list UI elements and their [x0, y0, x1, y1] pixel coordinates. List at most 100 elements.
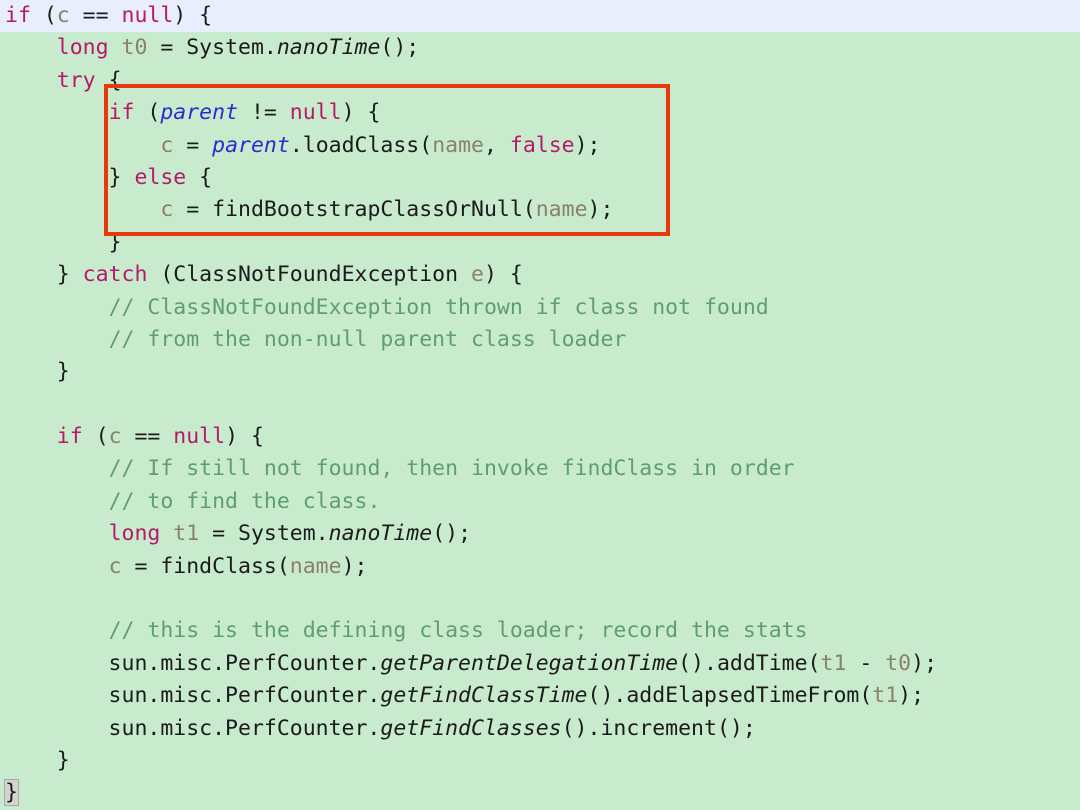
- code-line[interactable]: }: [0, 227, 1080, 259]
- code-line[interactable]: c = findBootstrapClassOrNull(name);: [0, 194, 1080, 226]
- code-line[interactable]: sun.misc.PerfCounter.getFindClassTime().…: [0, 680, 1080, 712]
- code-token-plain: [5, 295, 109, 320]
- code-token-kw: null: [173, 424, 226, 450]
- code-token-local: name: [432, 132, 484, 158]
- code-token-plain: );: [574, 132, 601, 158]
- code-token-plain: ();: [380, 35, 420, 61]
- code-token-plain: (: [82, 424, 109, 450]
- code-token-static: nanoTime: [328, 521, 433, 547]
- code-token-plain: = findClass(: [121, 553, 290, 579]
- code-line[interactable]: // ClassNotFoundException thrown if clas…: [0, 292, 1080, 324]
- code-line[interactable]: c = findClass(name);: [0, 551, 1080, 583]
- code-token-local: name: [289, 553, 342, 579]
- code-token-plain: {: [95, 67, 122, 93]
- code-line[interactable]: if (c == null) {: [0, 0, 1080, 33]
- code-line[interactable]: sun.misc.PerfCounter.getFindClasses().in…: [0, 713, 1080, 745]
- code-token-plain: !=: [238, 100, 290, 126]
- code-token-plain: );: [341, 553, 368, 579]
- code-line[interactable]: // this is the defining class loader; re…: [0, 615, 1080, 647]
- code-token-field: parent: [160, 100, 239, 126]
- code-line[interactable]: if (parent != null) {: [0, 97, 1080, 129]
- code-token-plain: [5, 489, 109, 514]
- code-line[interactable]: // If still not found, then invoke findC…: [0, 453, 1080, 485]
- code-token-comment: // from the non-null parent class loader: [108, 326, 627, 352]
- code-token-plain: [5, 327, 109, 352]
- code-token-plain: }: [5, 747, 70, 773]
- code-token-plain: sun.misc.PerfCounter.: [5, 683, 381, 709]
- code-token-local: t1: [173, 521, 200, 547]
- code-token-plain: );: [911, 650, 938, 676]
- code-token-local: t1: [872, 683, 899, 709]
- code-line[interactable]: [0, 583, 1080, 615]
- code-token-plain: ) {: [225, 424, 264, 450]
- code-line[interactable]: } catch (ClassNotFoundException e) {: [0, 259, 1080, 291]
- code-token-kw: try: [56, 67, 96, 93]
- code-token-plain: ) {: [483, 262, 523, 288]
- code-line[interactable]: long t0 = System.nanoTime();: [0, 32, 1080, 64]
- code-token-plain: sun.misc.PerfCounter.: [5, 715, 381, 741]
- code-token-plain: ) {: [173, 3, 213, 28]
- code-token-plain: .loadClass(: [289, 132, 433, 158]
- code-token-comment: // to find the class.: [108, 488, 381, 514]
- code-token-static: getParentDelegationTime: [380, 650, 679, 676]
- code-token-kw: long: [108, 521, 161, 547]
- code-token-plain: [5, 197, 160, 222]
- code-token-comment: // this is the defining class loader; re…: [108, 618, 808, 644]
- code-line[interactable]: }: [0, 777, 1080, 809]
- code-token-plain: ==: [121, 424, 174, 450]
- code-token-local: c: [160, 197, 174, 223]
- code-token-plain: [5, 521, 109, 546]
- code-token-plain: (: [134, 100, 161, 126]
- code-token-plain: ().addTime(: [678, 650, 821, 676]
- code-token-kw: catch: [82, 262, 148, 288]
- code-line[interactable]: // from the non-null parent class loader: [0, 324, 1080, 356]
- code-line[interactable]: try {: [0, 65, 1080, 97]
- code-token-local: c: [160, 132, 174, 158]
- code-line[interactable]: }: [0, 745, 1080, 777]
- code-token-plain: {: [186, 164, 213, 190]
- code-token-plain: [5, 100, 109, 125]
- code-token-plain: ,: [483, 132, 510, 158]
- code-line[interactable]: } else {: [0, 162, 1080, 194]
- code-token-comment: // ClassNotFoundException thrown if clas…: [108, 294, 769, 320]
- code-token-kw: null: [289, 100, 342, 126]
- code-token-plain: }: [5, 359, 70, 385]
- code-token-plain: }: [5, 262, 83, 288]
- code-token-local: t0: [121, 35, 148, 61]
- code-token-kw: if: [5, 3, 31, 28]
- code-token-local: name: [535, 197, 588, 223]
- code-line[interactable]: // to find the class.: [0, 486, 1080, 518]
- code-token-plain: [5, 35, 57, 60]
- code-token-local: c: [56, 3, 70, 28]
- code-token-kw: long: [56, 35, 109, 61]
- code-token-plain: }: [5, 229, 122, 255]
- code-token-plain: }: [5, 164, 135, 190]
- code-line[interactable]: [0, 389, 1080, 421]
- code-token-plain: [5, 456, 109, 481]
- code-token-kw: null: [121, 3, 174, 28]
- code-token-plain: }: [4, 779, 19, 807]
- code-line[interactable]: sun.misc.PerfCounter.getParentDelegation…: [0, 648, 1080, 680]
- code-token-static: nanoTime: [276, 35, 381, 61]
- code-token-kw: false: [509, 132, 575, 158]
- code-line[interactable]: if (c == null) {: [0, 421, 1080, 453]
- code-token-plain: ==: [69, 3, 122, 28]
- code-token-plain: = System.: [147, 35, 277, 61]
- code-token-plain: (ClassNotFoundException: [147, 262, 472, 288]
- code-line[interactable]: }: [0, 356, 1080, 388]
- code-token-plain: [5, 618, 109, 643]
- code-token-kw: else: [134, 164, 187, 190]
- code-token-plain: =: [173, 132, 213, 158]
- code-line[interactable]: long t1 = System.nanoTime();: [0, 518, 1080, 550]
- code-line[interactable]: c = parent.loadClass(name, false);: [0, 130, 1080, 162]
- code-token-local: t1: [820, 650, 847, 676]
- code-token-comment: // If still not found, then invoke findC…: [108, 456, 795, 482]
- code-token-plain: [5, 424, 57, 449]
- code-token-local: t0: [885, 650, 912, 676]
- code-token-kw: if: [108, 100, 135, 126]
- code-token-local: e: [471, 262, 484, 288]
- code-token-plain: -: [846, 650, 886, 676]
- code-token-plain: );: [898, 683, 925, 709]
- code-token-plain: [5, 554, 109, 579]
